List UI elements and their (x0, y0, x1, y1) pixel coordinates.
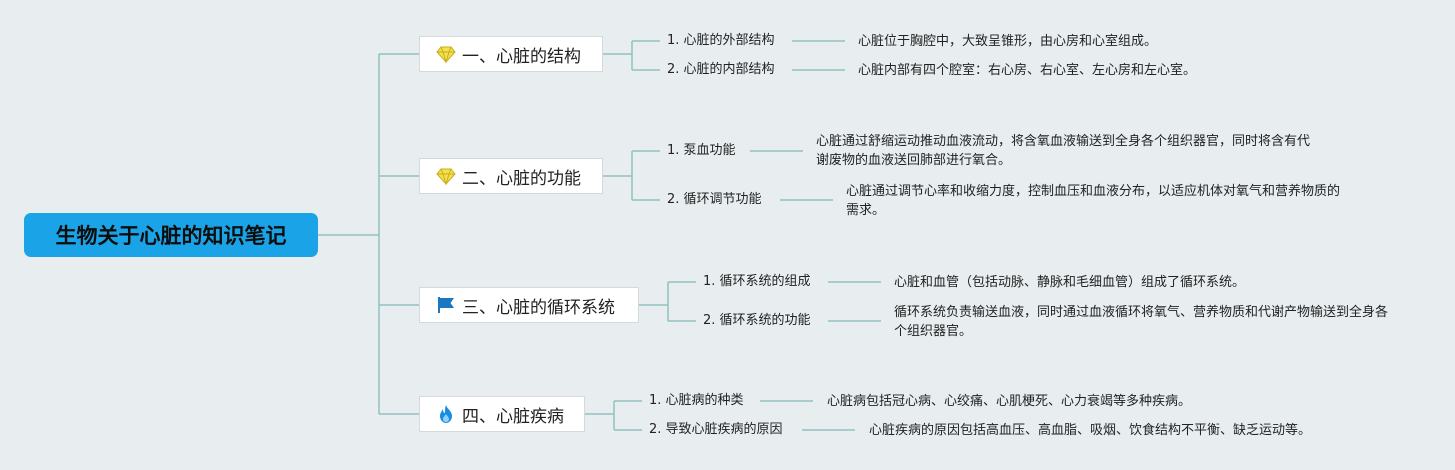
branch-topic-circulatory-system[interactable]: 三、心脏的循环系统 (419, 287, 639, 323)
subtopic-regulation-function[interactable]: 2. 循环调节功能 (667, 192, 762, 207)
root-topic[interactable]: 生物关于心脏的知识笔记 (24, 213, 318, 257)
branch-topic-label: 三、心脏的循环系统 (462, 297, 615, 318)
flag-icon (437, 297, 455, 313)
subtopic-circulation-composition[interactable]: 1. 循环系统的组成 (703, 274, 811, 289)
diamond-icon (436, 46, 456, 64)
branch-topic-label: 二、心脏的功能 (462, 168, 581, 189)
subtopic-pumping-function[interactable]: 1. 泵血功能 (667, 143, 736, 158)
branch-topic-label: 一、心脏的结构 (462, 46, 581, 67)
subtopic-internal-structure[interactable]: 2. 心脏的内部结构 (667, 62, 775, 77)
branch-3-fork (639, 281, 696, 322)
branch-4-fork (585, 400, 642, 431)
subtopic-external-structure[interactable]: 1. 心脏的外部结构 (667, 33, 775, 48)
diamond-icon (436, 168, 456, 186)
branch-topic-structure[interactable]: 一、心脏的结构 (419, 36, 603, 72)
subtopic-disease-types[interactable]: 1. 心脏病的种类 (649, 393, 744, 408)
branch-topic-label: 四、心脏疾病 (462, 406, 564, 427)
note-disease-types: 心脏病包括冠心病、心绞痛、心肌梗死、心力衰竭等多种疾病。 (827, 394, 1192, 409)
note-external-structure: 心脏位于胸腔中，大致呈锥形，由心房和心室组成。 (858, 34, 1158, 49)
note-internal-structure: 心脏内部有四个腔室：右心房、右心室、左心房和左心室。 (858, 63, 1197, 78)
branch-2-fork (603, 150, 660, 201)
subtopic-disease-causes[interactable]: 2. 导致心脏疾病的原因 (649, 422, 783, 437)
root-topic-label: 生物关于心脏的知识笔记 (55, 224, 287, 248)
note-disease-causes: 心脏疾病的原因包括高血压、高血脂、吸烟、饮食结构不平衡、缺乏运动等。 (869, 423, 1312, 438)
note-regulation-function: 心脏通过调节心率和收缩力度，控制血压和血液分布，以适应机体对氧气和营养物质的需求… (846, 184, 1341, 218)
note-pumping-function: 心脏通过舒缩运动推动血液流动，将含氧血液输送到全身各个组织器官，同时将含有代谢废… (816, 134, 1311, 168)
branch-1-fork (603, 40, 660, 71)
subtopic-circulation-function[interactable]: 2. 循环系统的功能 (703, 313, 811, 328)
note-circulation-function: 循环系统负责输送血液，同时通过血液循环将氧气、营养物质和代谢产物输送到全身各个组… (894, 305, 1389, 339)
branch-topic-heart-disease[interactable]: 四、心脏疾病 (419, 396, 585, 432)
branch-topic-function[interactable]: 二、心脏的功能 (419, 158, 603, 194)
note-circulation-composition: 心脏和血管（包括动脉、静脉和毛细血管）组成了循环系统。 (894, 275, 1246, 290)
fire-icon (440, 405, 452, 423)
